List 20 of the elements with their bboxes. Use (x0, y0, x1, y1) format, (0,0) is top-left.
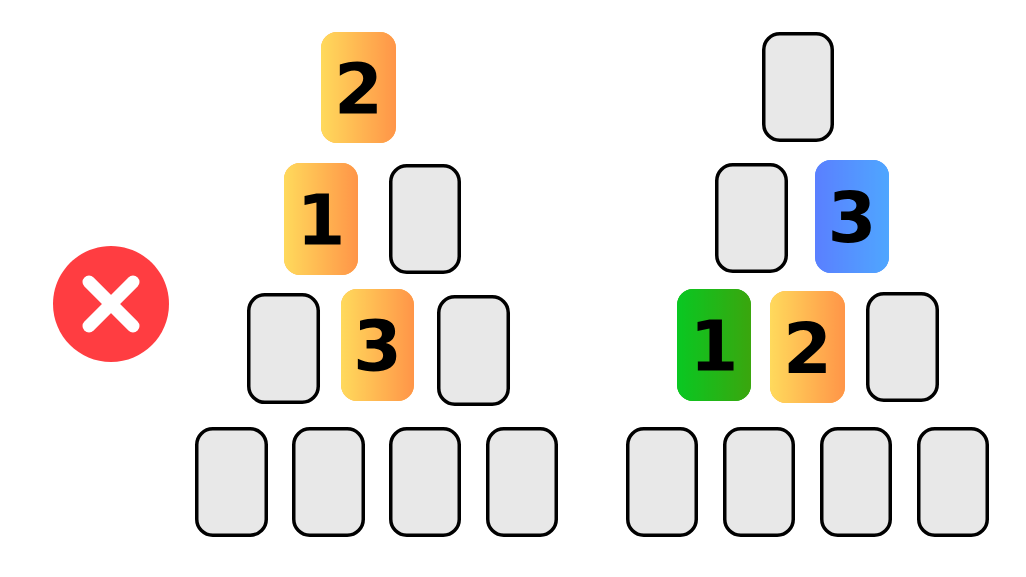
empty-card (723, 427, 795, 537)
empty-card (247, 293, 320, 404)
empty-card (762, 32, 834, 142)
empty-card (917, 427, 989, 537)
card-number: 2 (788, 321, 826, 373)
empty-card (626, 427, 698, 537)
card-number: 1 (304, 193, 341, 245)
empty-card (486, 427, 558, 537)
card-number: 1 (697, 319, 734, 371)
empty-card (866, 292, 939, 402)
empty-card (292, 427, 365, 537)
card-number: 3 (832, 190, 871, 243)
empty-card (389, 164, 461, 274)
card-number: 3 (357, 318, 397, 372)
empty-card (195, 427, 268, 537)
empty-card (389, 427, 461, 537)
empty-card (820, 427, 892, 537)
empty-card (715, 163, 788, 273)
empty-card (437, 295, 510, 406)
card-number: 2 (339, 61, 377, 114)
